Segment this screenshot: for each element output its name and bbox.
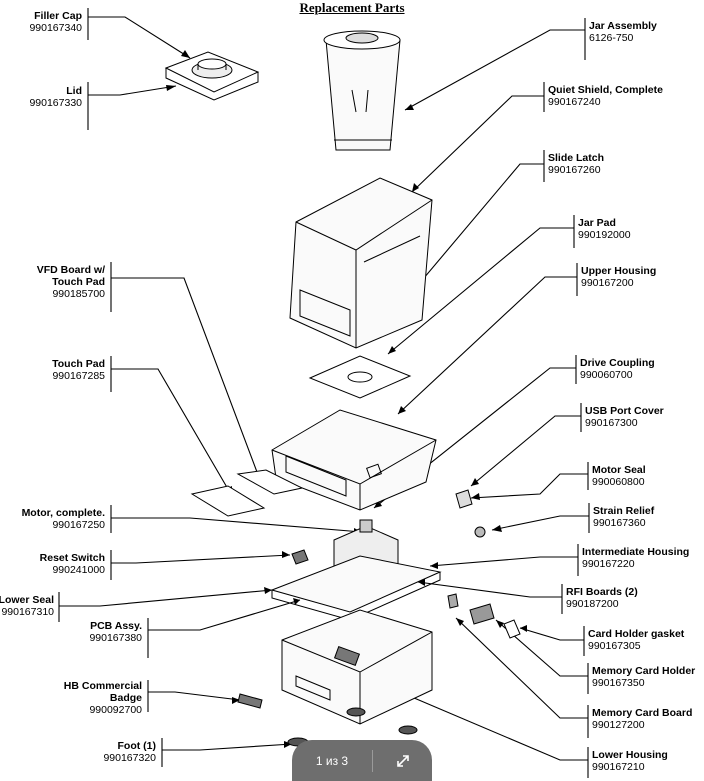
expand-button[interactable] [373, 753, 432, 769]
label-foot: Foot (1)990167320 [103, 740, 156, 764]
touch-pad-part [190, 485, 266, 517]
usb-port-cover-part [455, 489, 473, 509]
hb-badge-part [237, 693, 263, 709]
label-motor: Motor, complete.990167250 [21, 507, 105, 531]
expand-icon [396, 754, 409, 767]
rfi-board-part [447, 593, 459, 609]
upper-housing-part [271, 409, 437, 511]
quiet-shield-part [289, 177, 433, 349]
strain-relief-part [474, 526, 486, 538]
page-count[interactable]: 1 из 3 [315, 753, 349, 768]
jar-assembly-part [323, 30, 401, 151]
memory-card-holder-part [469, 603, 495, 625]
page-navigator: 1 из 3 [292, 740, 432, 781]
intermediate-housing-part [270, 555, 442, 621]
jar-pad-part [308, 355, 412, 399]
card-holder-gasket-part [503, 619, 521, 639]
reset-switch-part [291, 549, 309, 565]
lower-housing-part [281, 609, 433, 725]
label-pcb-assy: PCB Assy.990167380 [89, 620, 142, 644]
filler-cap-part [197, 58, 227, 70]
label-rfi-boards: RFI Boards (2)990187200 [566, 586, 638, 610]
vfd-board-part [236, 469, 304, 495]
pager-divider [372, 749, 373, 772]
page-title: Replacement Parts [299, 0, 405, 15]
